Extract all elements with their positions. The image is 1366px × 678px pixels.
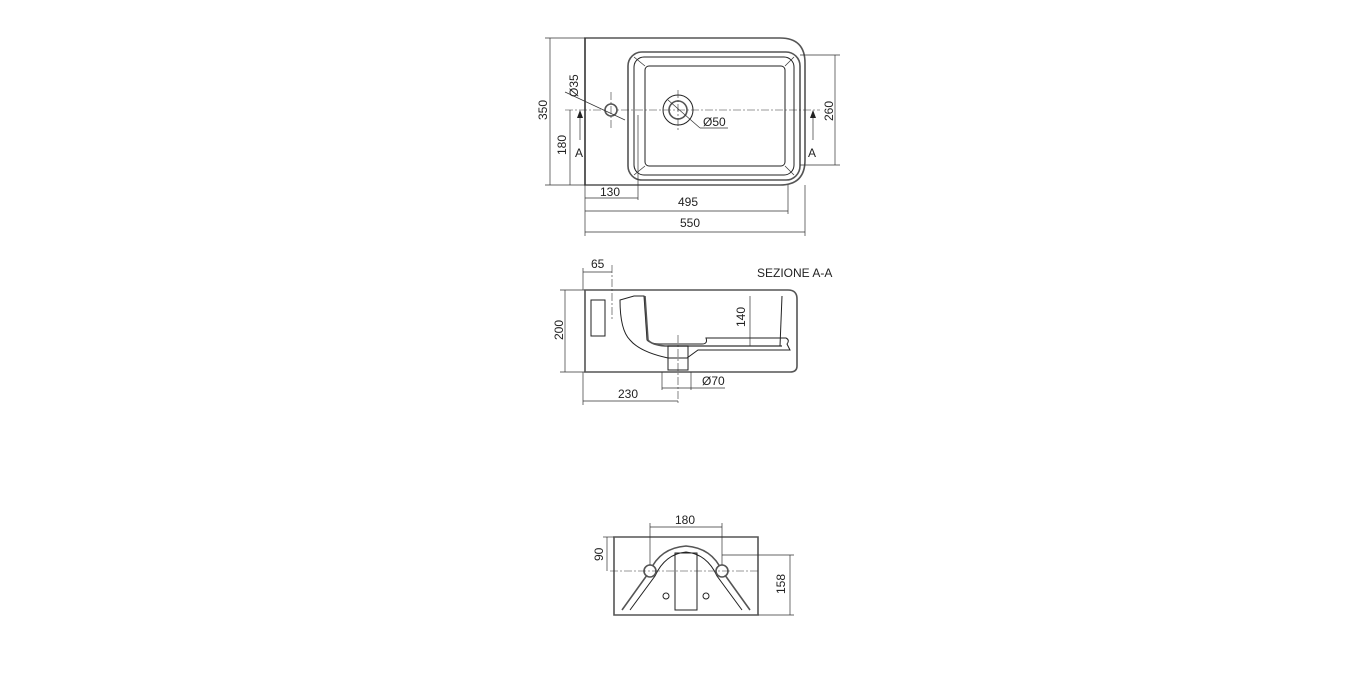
dim-130: 130 (600, 185, 620, 199)
back-outline (613, 536, 759, 616)
section-view: SEZIONE A-A 65 200 140 Ø70 230 (552, 257, 832, 405)
dim-260: 260 (822, 101, 836, 121)
basin-rim (627, 51, 801, 181)
tap-fitting (590, 299, 606, 337)
dim-230: 230 (618, 387, 638, 401)
dim-90: 90 (592, 547, 606, 561)
dim-180: 180 (555, 135, 569, 155)
dim-70: Ø70 (702, 374, 725, 388)
section-mark-right: A (808, 146, 816, 160)
drain-channel (674, 552, 698, 611)
dim-180-back: 180 (675, 513, 695, 527)
section-title: SEZIONE A-A (757, 266, 832, 280)
basin-bottom (644, 65, 786, 167)
back-view: 180 90 158 (592, 513, 794, 616)
dim-65: 65 (591, 257, 605, 271)
dim-158: 158 (774, 574, 788, 594)
back-arch (621, 545, 751, 611)
section-mark-left: A (575, 146, 583, 160)
tap-hole-label: Ø35 (567, 74, 581, 97)
dim-140: 140 (734, 307, 748, 327)
drain-label: Ø50 (703, 115, 726, 129)
dim-350: 350 (536, 100, 550, 120)
dim-550: 550 (680, 216, 700, 230)
section-outline (584, 289, 798, 373)
dim-495: 495 (678, 195, 698, 209)
top-view: Ø35 Ø50 A A 350 180 260 130 495 550 (536, 37, 840, 236)
dim-200: 200 (552, 320, 566, 340)
outline-top (584, 37, 806, 186)
